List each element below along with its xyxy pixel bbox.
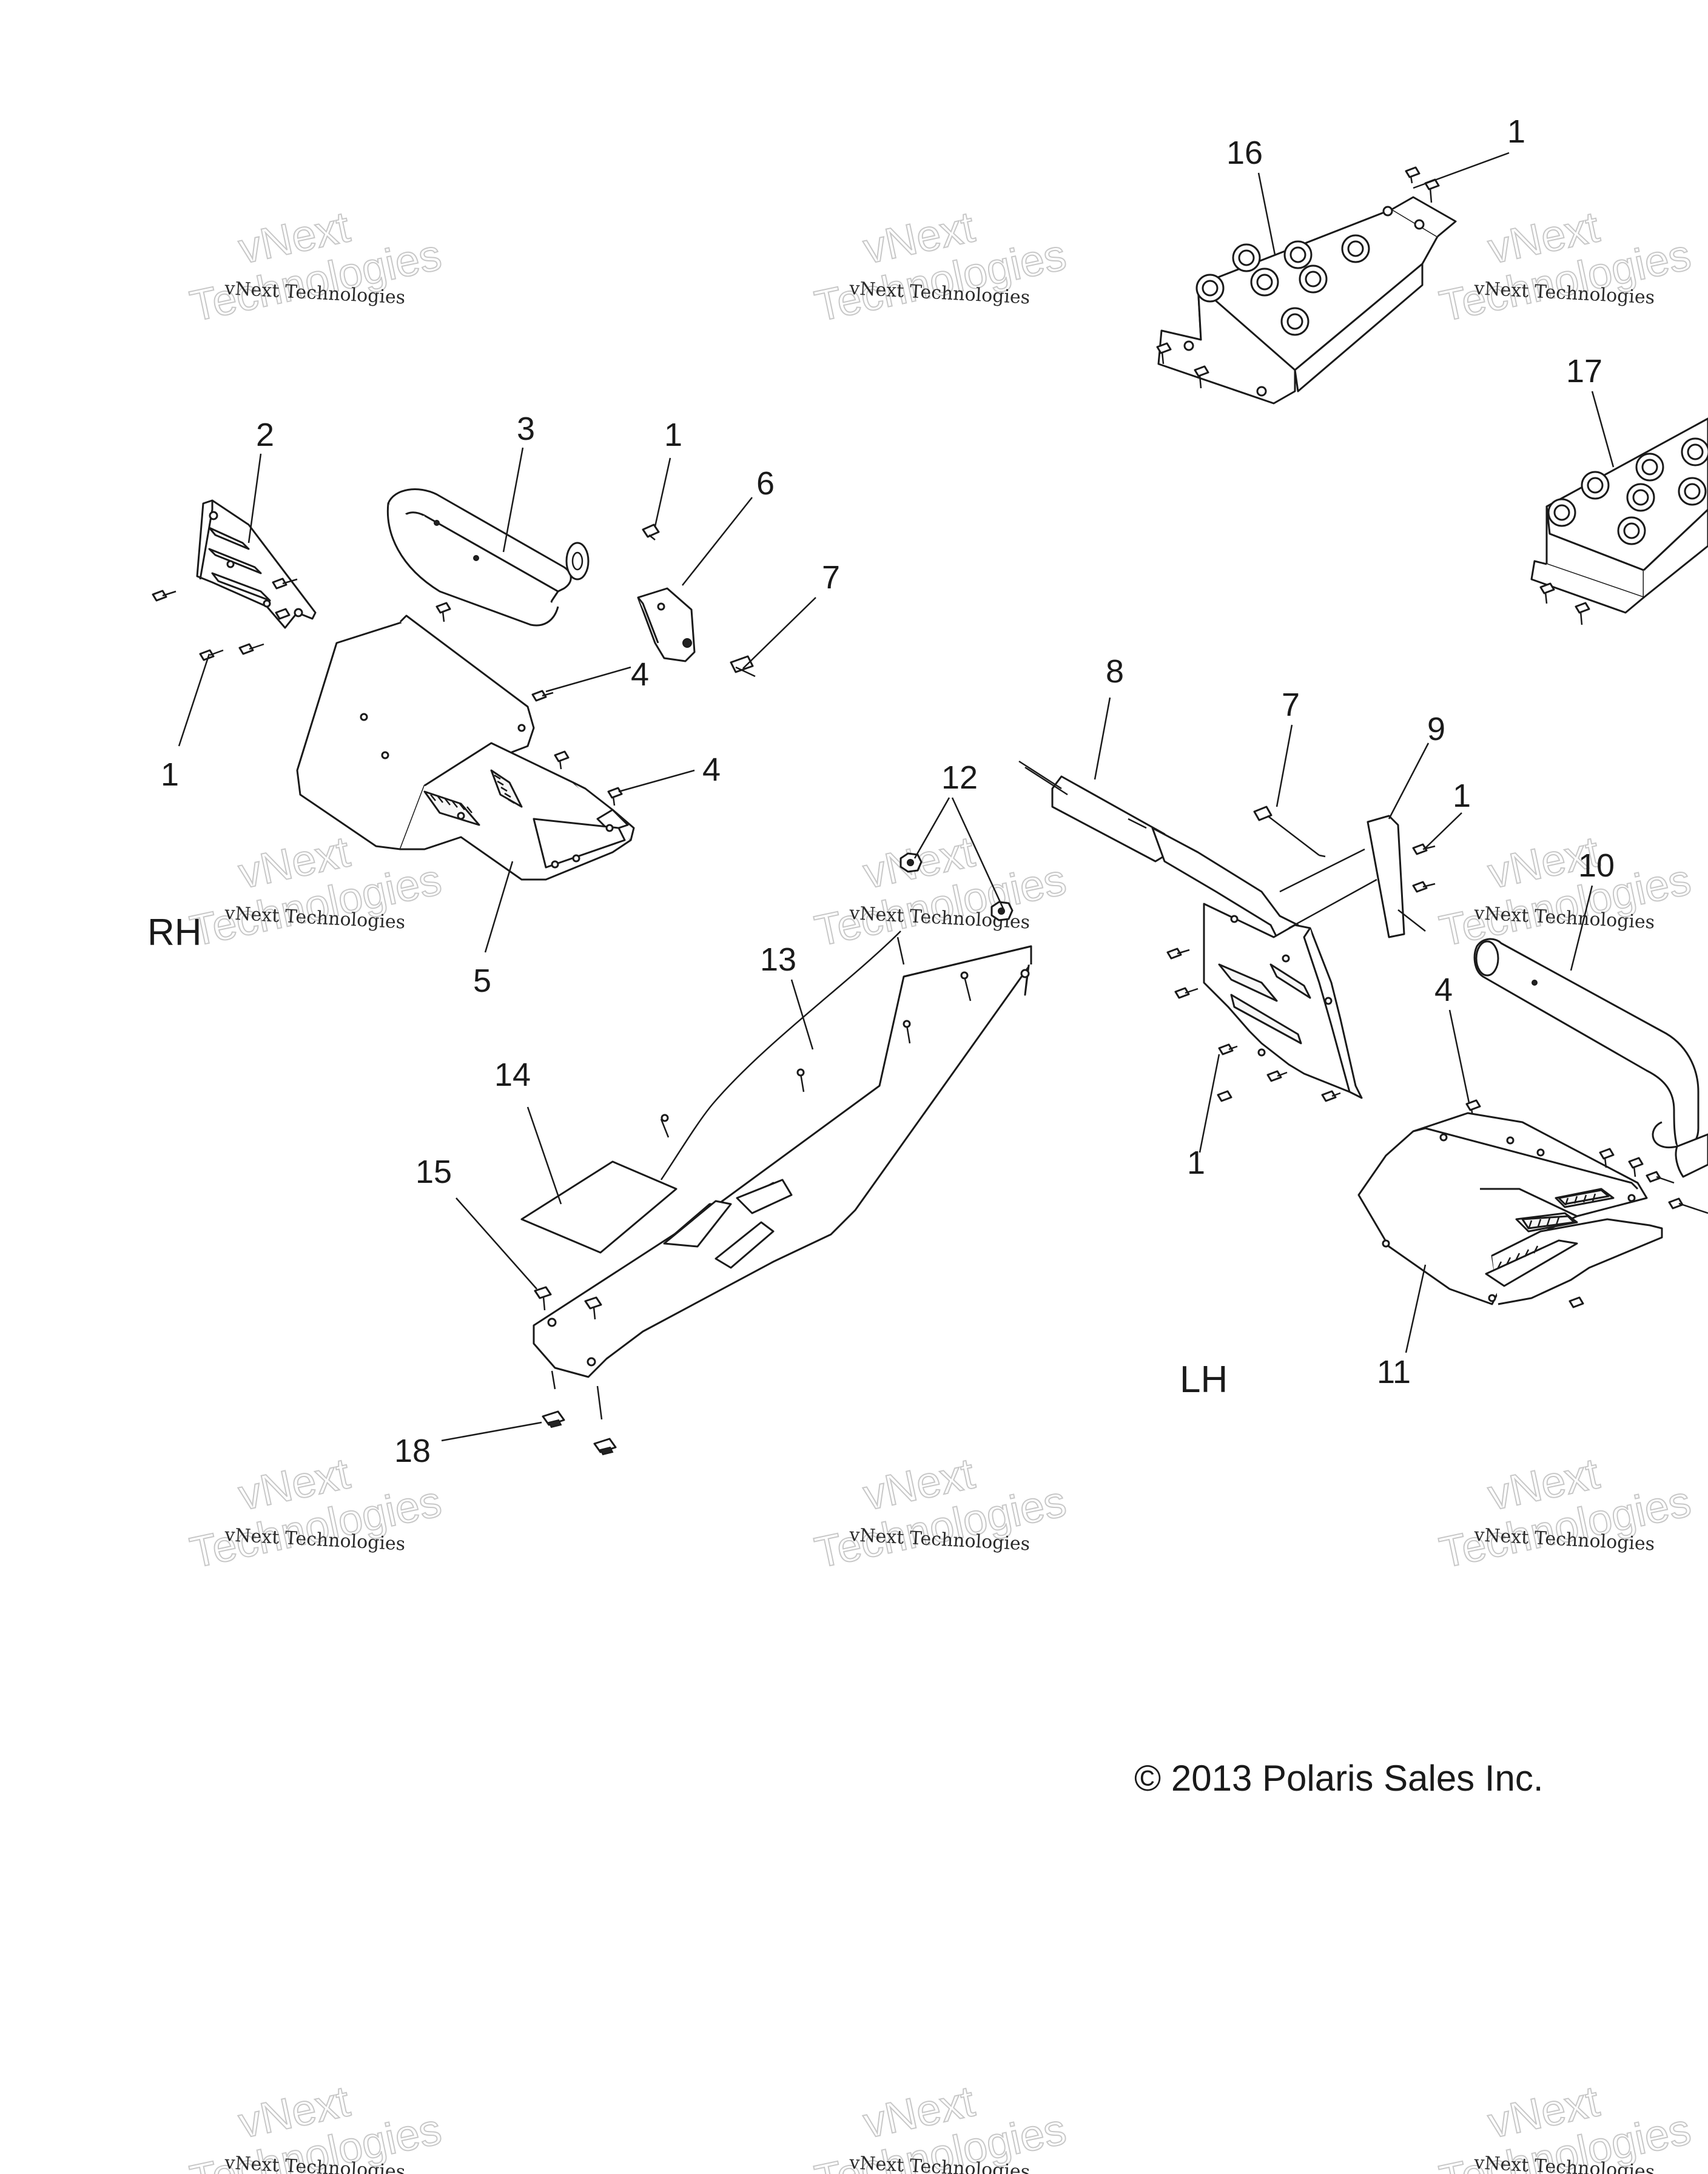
callout-2: 2 <box>256 417 274 453</box>
callout-8: 8 <box>1106 653 1124 690</box>
watermark: vNext Technologies vNext Technologies <box>810 2076 1071 2174</box>
lh-fender-8 <box>1018 760 1363 1099</box>
callout-3: 3 <box>517 411 535 447</box>
watermark: vNext Technologies vNext Technologies <box>186 2076 446 2174</box>
callout-7: 7 <box>822 559 840 596</box>
decal-14 <box>520 1160 677 1254</box>
copyright-notice: © 2013 Polaris Sales Inc. <box>1134 1758 1544 1799</box>
callout-17: 17 <box>1566 353 1602 389</box>
leader-lines <box>178 152 1615 1442</box>
bolt-icon <box>1539 582 1590 625</box>
callout-16: 16 <box>1226 135 1263 171</box>
watermark: vNext Technologies vNext Technologies <box>1435 1449 1696 1578</box>
footrest-plate-17 <box>1530 417 1708 614</box>
lh-bracket-9 <box>1279 815 1426 938</box>
rh-side-label: RH <box>147 912 202 954</box>
callout-1: 1 <box>1453 778 1471 814</box>
watermark: vNext Technologies vNext Technologies <box>810 202 1071 332</box>
callout-12: 12 <box>941 759 978 796</box>
bolt-icon <box>435 602 623 806</box>
watermark: vNext Technologies vNext Technologies <box>1435 827 1696 957</box>
footrest-plate-16 <box>1157 196 1457 405</box>
callout-14: 14 <box>494 1057 531 1093</box>
nut-icon <box>899 852 1014 921</box>
bolt-icon <box>1166 843 1481 1117</box>
watermark: vNext Technologies vNext Technologies <box>1435 2076 1696 2174</box>
callout-11: 11 <box>1377 1354 1411 1390</box>
callout-1: 1 <box>1507 113 1525 150</box>
callout-5: 5 <box>473 963 491 999</box>
bolt-icon <box>642 523 660 540</box>
clip-icon <box>542 1370 617 1456</box>
callout-10: 10 <box>1578 847 1615 884</box>
watermark: vNext Technologies vNext Technologies <box>1435 202 1696 332</box>
watermark: vNext Technologies vNext Technologies <box>186 202 446 332</box>
bolt-icon <box>152 577 298 661</box>
callout-labels: 16 1 17 2 3 1 6 7 1 4 4 5 12 13 14 15 18… <box>161 113 1615 1469</box>
lh-grab-handle-10 <box>1473 938 1708 1178</box>
watermark: vNext Technologies vNext Technologies <box>810 1449 1071 1578</box>
callout-4: 4 <box>631 656 649 693</box>
callout-7: 7 <box>1282 687 1300 723</box>
lh-side-label: LH <box>1180 1359 1228 1401</box>
bolt-icon <box>534 1286 602 1320</box>
rh-bracket-2 <box>196 499 317 629</box>
callout-4: 4 <box>1434 972 1453 1008</box>
rh-footwell-5 <box>296 614 635 881</box>
watermark: vNext Technologies vNext Technologies <box>810 827 1071 957</box>
callout-1: 1 <box>1187 1145 1205 1181</box>
callout-15: 15 <box>415 1154 452 1190</box>
callout-1: 1 <box>664 417 682 453</box>
rh-bracket-6 <box>637 587 696 662</box>
cable-13 <box>660 931 901 1180</box>
callout-6: 6 <box>756 465 775 502</box>
pin-icon <box>730 655 756 678</box>
callout-9: 9 <box>1427 711 1445 747</box>
floor-panel <box>533 937 1032 1378</box>
callout-4: 4 <box>702 752 721 788</box>
callout-1: 1 <box>161 756 179 793</box>
callout-13: 13 <box>760 941 796 978</box>
lh-footwell-11 <box>1357 1112 1663 1305</box>
bolt-icon <box>1568 1148 1708 1308</box>
rh-grab-handle-3 <box>386 488 590 627</box>
pin-icon <box>1253 806 1326 858</box>
callout-18: 18 <box>394 1433 431 1469</box>
